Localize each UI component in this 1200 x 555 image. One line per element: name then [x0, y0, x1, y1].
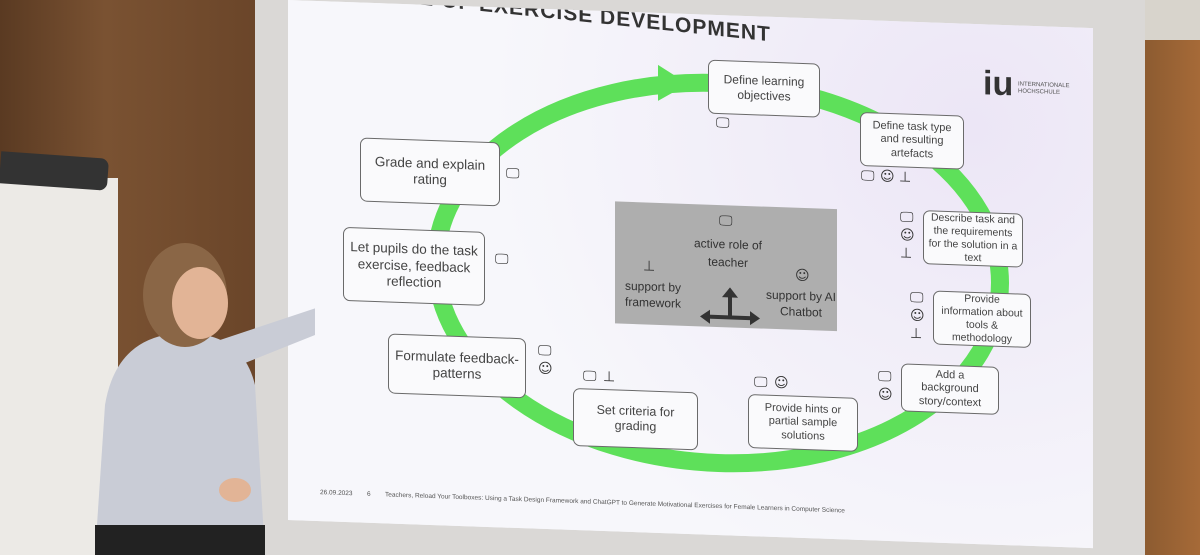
hierarchy-icon: ⊥	[910, 325, 923, 343]
teacher-icon: 🖵	[900, 209, 914, 226]
hierarchy-icon: ⊥	[900, 245, 913, 262]
step-define-objectives: Define learning objectives	[708, 59, 820, 118]
ceiling	[1140, 0, 1200, 40]
step-hints: Provide hints or partial sample solution…	[748, 394, 858, 452]
teacher-icon: 🖵	[716, 114, 730, 132]
slide: CYCLE OF EXERCISE DEVELOPMENT iu INTERNA…	[288, 0, 1093, 549]
legend-framework-label: support by framework	[624, 278, 682, 311]
legend-teacher-label: active role of teacher	[693, 236, 763, 271]
step-pupils-task: Let pupils do the task exercise, feedbac…	[343, 226, 485, 306]
step-background-story: Add a background story/context	[901, 363, 999, 415]
robot-icon: ☺	[878, 386, 893, 404]
teacher-icon: 🖵	[583, 368, 597, 385]
teacher-icon: 🖵	[538, 342, 552, 360]
teacher-icon: 🖵	[754, 374, 768, 391]
step-tools-info: Provide information about tools & method…	[933, 290, 1031, 348]
step-describe-task: Describe task and the requirements for t…	[923, 210, 1023, 268]
presenter	[95, 243, 315, 555]
flipchart	[0, 178, 118, 555]
step-grading-criteria: Set criteria for grading	[573, 387, 698, 451]
footer-date: 26.09.2023	[320, 489, 353, 498]
robot-icon: ☺	[910, 307, 925, 325]
teacher-icon: 🖵	[719, 213, 733, 230]
robot-icon: ☺	[880, 168, 895, 186]
robot-icon: ☺	[538, 360, 553, 378]
robot-icon: ☺	[774, 374, 789, 392]
step-task-type: Define task type and resulting artefacts	[860, 111, 964, 170]
step-feedback-patterns: Formulate feedback-patterns	[388, 333, 526, 399]
legend-chatbot-label: support by AI Chatbot	[765, 287, 837, 320]
cycle-arrowhead	[658, 64, 688, 101]
hierarchy-icon: ⊥	[603, 369, 616, 386]
step-grade-explain: Grade and explain rating	[360, 137, 500, 207]
wall-right	[1140, 0, 1200, 555]
teacher-icon: 🖵	[910, 289, 924, 307]
hierarchy-icon: ⊥	[899, 169, 912, 186]
teacher-icon: 🖵	[878, 368, 892, 386]
footer-page: 6	[367, 490, 371, 498]
robot-icon: ☺	[795, 267, 810, 285]
legend-box: 🖵 active role of teacher ⊥ support by fr…	[615, 201, 837, 332]
teacher-icon: 🖵	[495, 251, 509, 268]
legend-arrows	[700, 287, 760, 326]
teacher-icon: 🖵	[506, 165, 520, 183]
robot-icon: ☺	[900, 227, 915, 244]
teacher-icon: 🖵	[861, 168, 875, 185]
hierarchy-icon: ⊥	[643, 258, 656, 275]
